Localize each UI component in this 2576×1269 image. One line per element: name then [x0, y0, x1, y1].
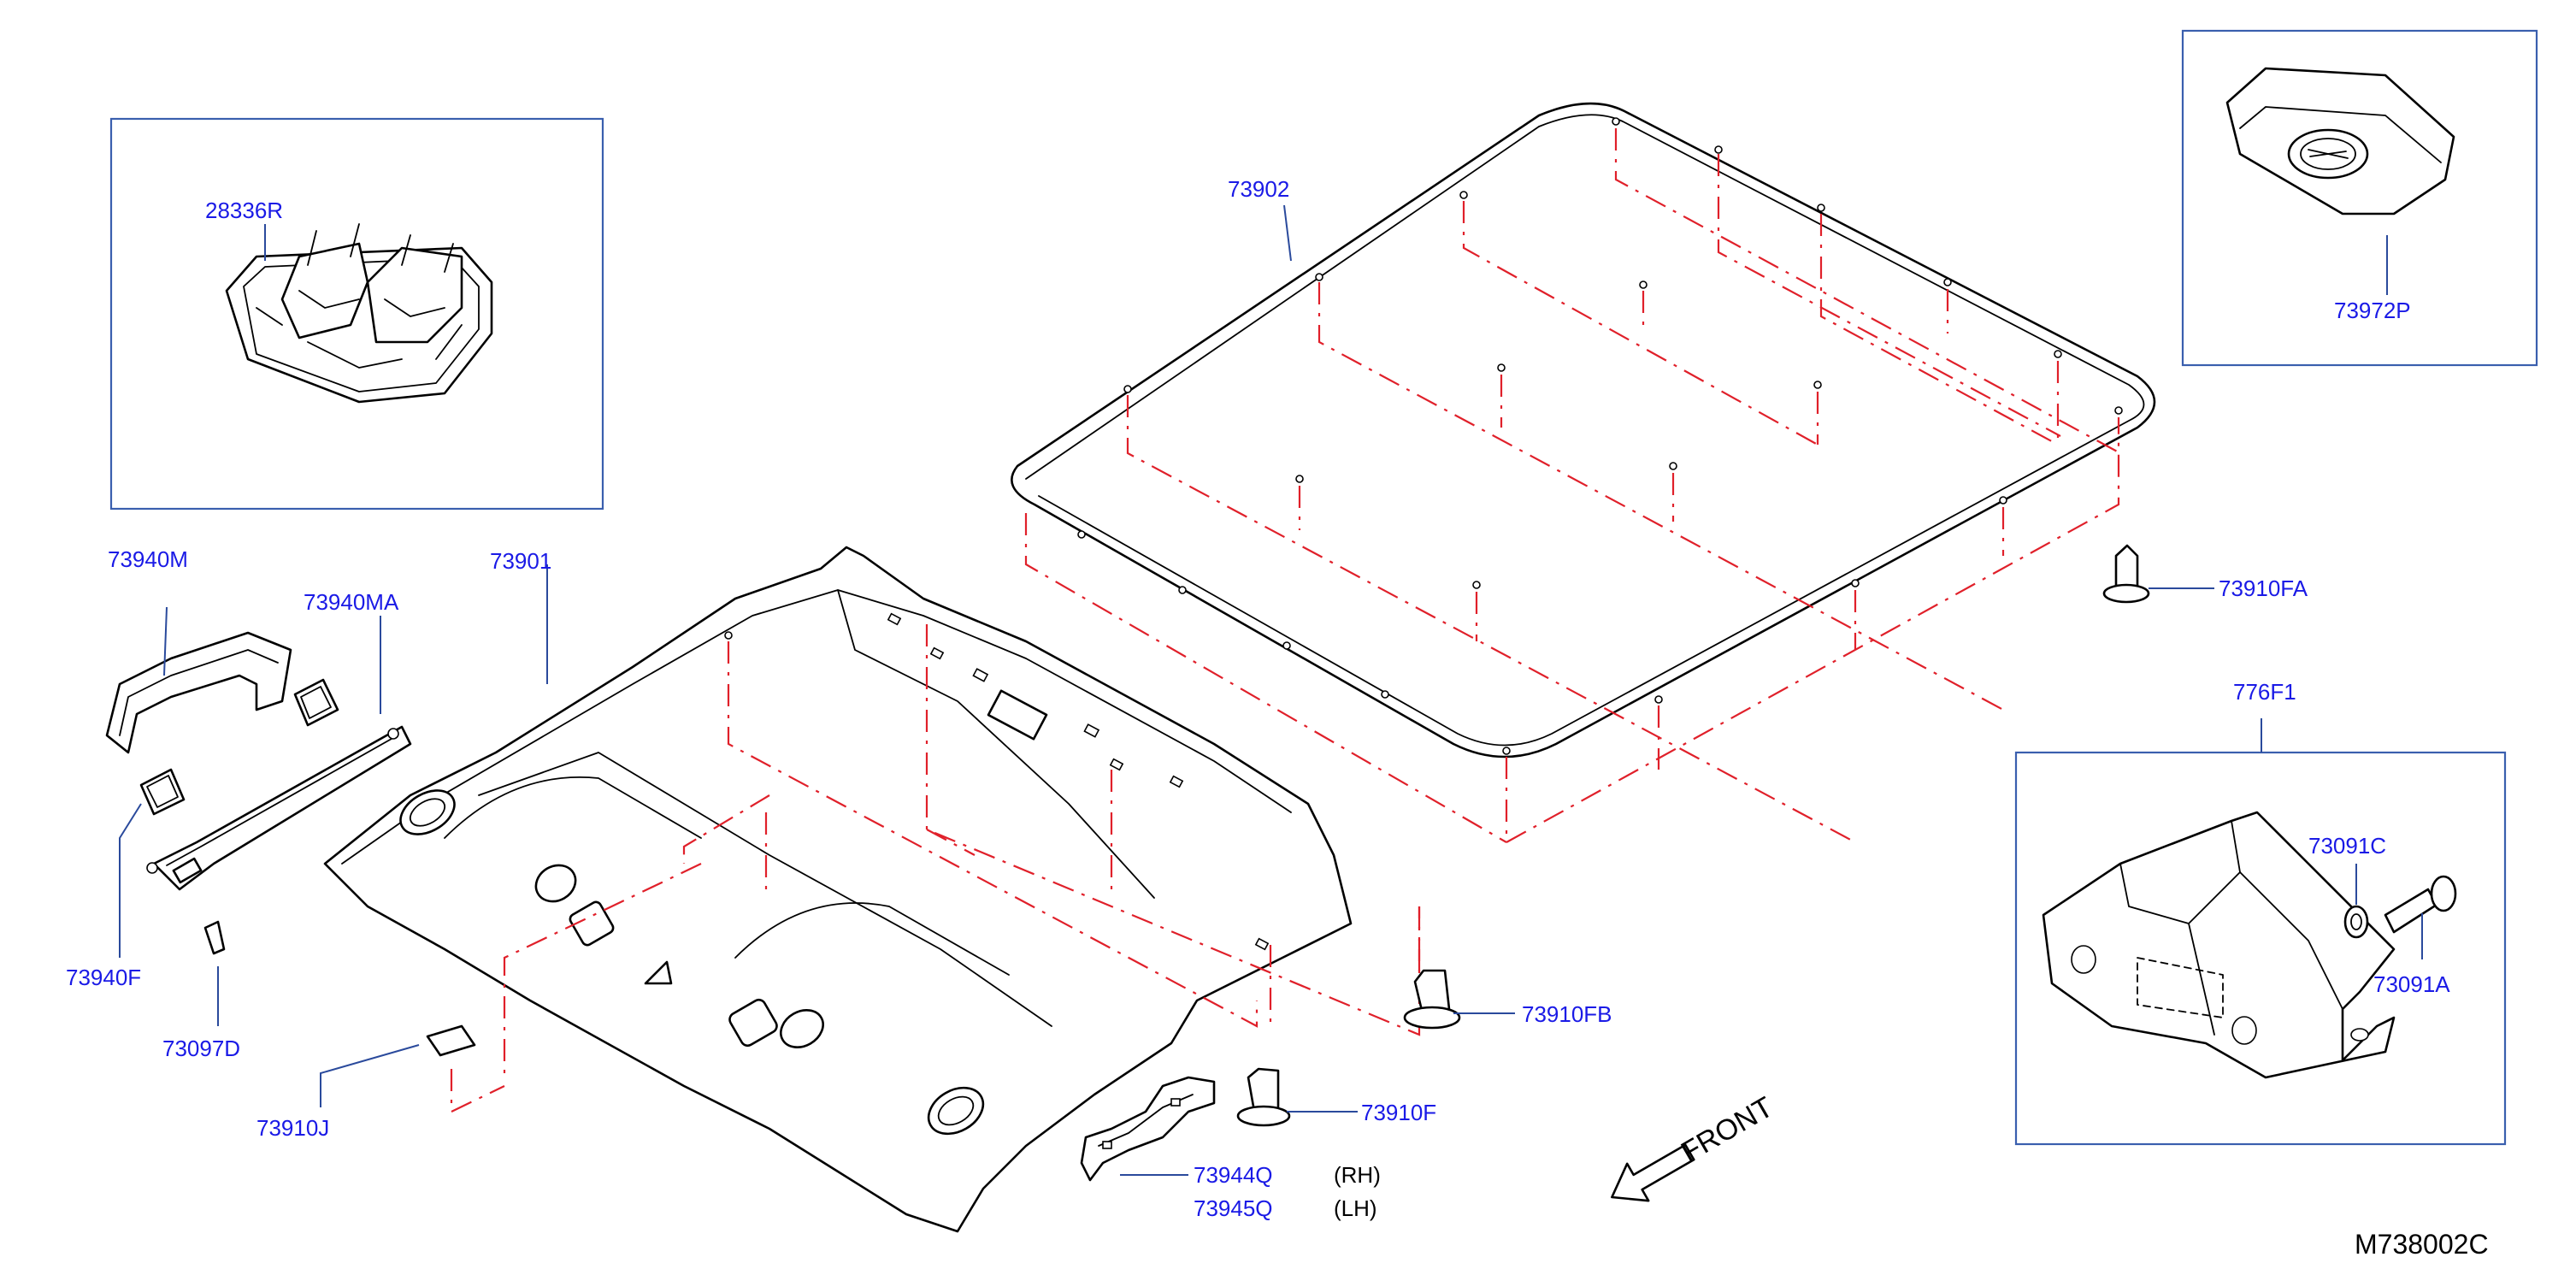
inset-box-bracket: 776F1 73091C 73091A — [2014, 679, 2507, 1146]
cap-drawing — [2225, 67, 2455, 215]
part-label-28336R[interactable]: 28336R — [205, 198, 283, 223]
part-label-73902[interactable]: 73902 — [1228, 176, 1289, 202]
front-label: FRONT — [1676, 1090, 1778, 1168]
washer-drawing — [2343, 905, 2369, 939]
headlining-panel — [323, 546, 1353, 1233]
part-label-73901[interactable]: 73901 — [490, 548, 551, 574]
part-label-73910FA[interactable]: 73910FA — [2219, 575, 2308, 601]
part-label-776F1[interactable]: 776F1 — [2233, 679, 2296, 705]
part-label-73945Q[interactable]: 73945Q — [1194, 1195, 1273, 1221]
bolt-drawing — [2384, 875, 2457, 934]
part-label-73940MA[interactable]: 73940MA — [304, 589, 399, 615]
part-label-73097D[interactable]: 73097D — [162, 1036, 240, 1061]
clip-73910FA-drawing — [2102, 544, 2150, 604]
bracket-drawing — [2042, 811, 2396, 1079]
lh-side-label: (LH) — [1334, 1195, 1377, 1221]
roof-panel-insulator: 73902 — [1011, 102, 2156, 758]
part-label-73910F[interactable]: 73910F — [1361, 1100, 1436, 1125]
inset-box-cap: 73972P — [2181, 29, 2538, 367]
panel-mounting-holes — [1077, 117, 2123, 755]
part-label-73940F[interactable]: 73940F — [66, 965, 141, 990]
part-label-73940M[interactable]: 73940M — [108, 546, 188, 572]
part-label-73972P[interactable]: 73972P — [2334, 298, 2411, 323]
map-lamp-housing-drawing — [225, 223, 493, 404]
harness-bracket-drawing — [1080, 1076, 1216, 1182]
headlining-dash-lines — [450, 624, 1421, 1113]
front-direction-arrow — [1611, 1143, 1695, 1202]
assist-grip-drawing — [105, 631, 412, 955]
clip-73910FB-drawing — [1403, 969, 1461, 1030]
part-label-73910FB[interactable]: 73910FB — [1522, 1001, 1612, 1027]
inset-box-map-lamp: 28336R — [109, 117, 604, 511]
part-label-73910J[interactable]: 73910J — [256, 1115, 329, 1141]
clip-73910J-drawing — [426, 1024, 476, 1057]
part-label-73091C[interactable]: 73091C — [2308, 833, 2386, 859]
clip-73910F-drawing — [1236, 1067, 1291, 1127]
part-label-73091A[interactable]: 73091A — [2373, 971, 2450, 997]
upper-panel-dash-lines — [1024, 128, 2121, 843]
diagram-code: M738002C — [2355, 1229, 2489, 1260]
rh-side-label: (RH) — [1334, 1162, 1381, 1188]
part-label-73944Q[interactable]: 73944Q — [1194, 1162, 1273, 1188]
